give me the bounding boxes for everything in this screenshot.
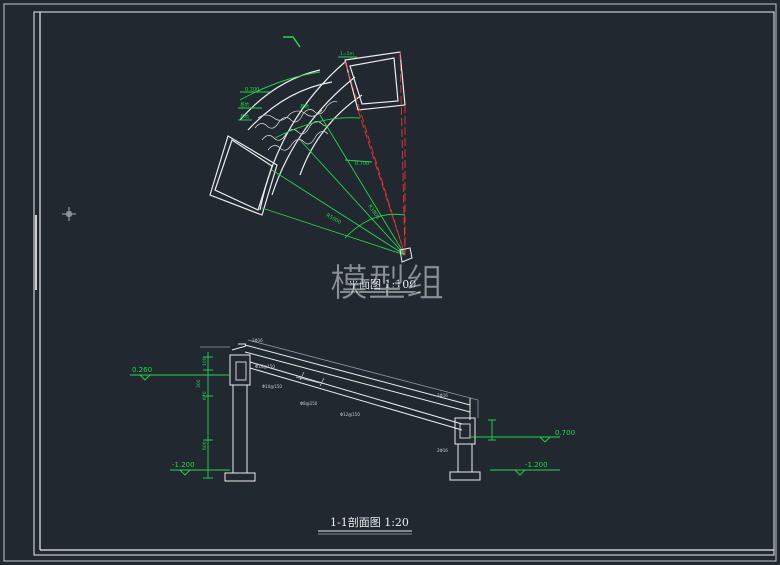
section-note-3: Φ10@150 — [262, 384, 282, 389]
section-view: 0.260 -1.200 0.700 -1.200 100 300 670 60… — [130, 338, 575, 535]
plan-dim-top: 1=5m — [340, 51, 354, 57]
section-note-2: Φ16@150 — [255, 364, 275, 369]
section-note-5: 2Φ16 — [437, 393, 448, 398]
plan-title: 平面图 1:100 — [348, 278, 416, 291]
plan-label-b: 基坑 — [240, 113, 249, 120]
plan-elev-a: 0.700 — [245, 87, 259, 93]
section-elev-left-bottom: -1.200 — [172, 461, 195, 469]
crosshair-icon — [62, 207, 76, 221]
section-elev-right-top: 0.700 — [555, 429, 575, 437]
section-elev-left-top: 0.260 — [132, 366, 152, 374]
section-title: 1-1剖面图 1:20 — [330, 515, 409, 529]
section-dim-3: 670 — [202, 391, 208, 400]
north-arrow-icon — [283, 36, 301, 48]
section-dim-1: 100 — [202, 357, 208, 366]
watermark-text: 模型组 — [330, 261, 444, 305]
section-note-7: Φ8@150 — [300, 401, 318, 406]
plan-label-a: 基坑 — [240, 101, 249, 108]
section-dim-4: 600 — [202, 441, 208, 450]
section-elev-right-bottom: -1.200 — [525, 461, 548, 469]
plan-elev-b: 0.700 — [355, 161, 369, 167]
plan-view: R5000 R3800 1=5m 0.700 0.700 基坑 基坑 基坑 平面… — [209, 36, 420, 293]
section-note-1: 2Φ16 — [252, 338, 263, 343]
section-dim-2: 300 — [196, 379, 202, 388]
plan-label-c: 基坑 — [300, 103, 309, 110]
section-note-4: Φ12@150 — [340, 412, 360, 417]
section-note-6: 2Φ16 — [437, 448, 448, 453]
